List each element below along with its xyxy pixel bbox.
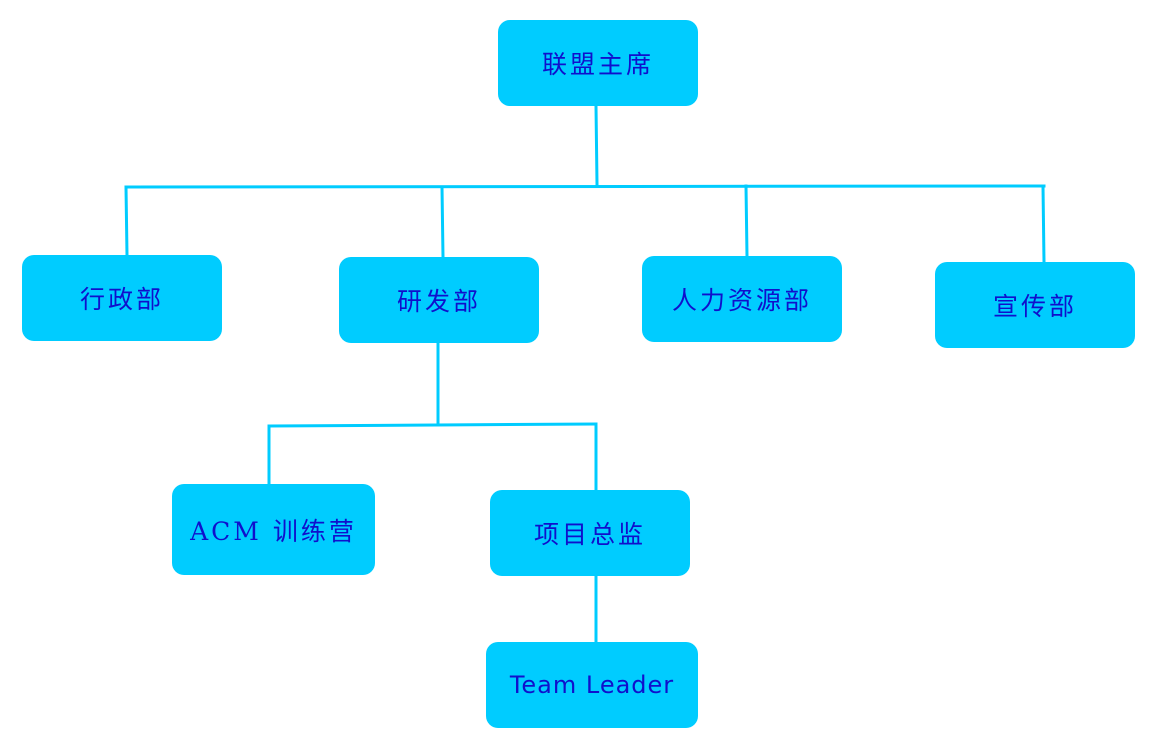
node-team-leader-label: Team Leader: [509, 671, 675, 699]
connector-to-admin: [124, 185, 129, 257]
node-team-leader[interactable]: Team Leader: [486, 642, 698, 728]
node-chairman[interactable]: 联盟主席: [498, 20, 698, 106]
node-hr-department[interactable]: 人力资源部: [642, 256, 842, 342]
node-project-director[interactable]: 项目总监: [490, 490, 690, 576]
node-rd-department[interactable]: 研发部: [339, 257, 539, 343]
connector-chairman-down: [594, 104, 599, 186]
connector-to-pr: [1041, 184, 1046, 264]
node-acm-training-camp[interactable]: ACM 训练营: [172, 484, 375, 575]
connector-to-hr: [744, 184, 749, 258]
node-chairman-label: 联盟主席: [541, 50, 654, 79]
node-rd-department-label: 研发部: [396, 287, 481, 316]
node-pr-department-label: 宣传部: [992, 292, 1077, 321]
node-acm-training-camp-label: ACM 训练营: [190, 516, 357, 546]
node-project-director-label: 项目总监: [533, 520, 646, 549]
connector-level2-bus: [268, 422, 598, 428]
connector-to-rd: [440, 185, 445, 259]
node-pr-department[interactable]: 宣传部: [935, 262, 1135, 348]
node-hr-department-label: 人力资源部: [671, 286, 812, 315]
node-admin-department-label: 行政部: [79, 285, 164, 314]
connector-level1-bus: [124, 184, 1046, 189]
node-admin-department[interactable]: 行政部: [22, 255, 222, 341]
